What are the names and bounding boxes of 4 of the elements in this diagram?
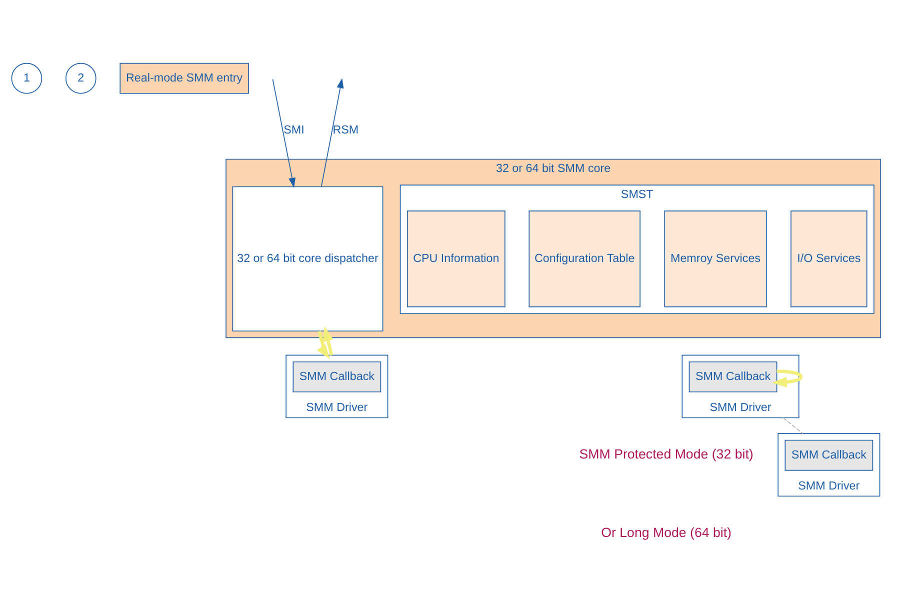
label: Or Long Mode (64 bit)	[601, 524, 732, 540]
label: SMM Protected Mode (32 bit)	[579, 446, 754, 461]
edge-label: RSM	[332, 123, 359, 136]
edge-label: SMI	[284, 123, 304, 136]
